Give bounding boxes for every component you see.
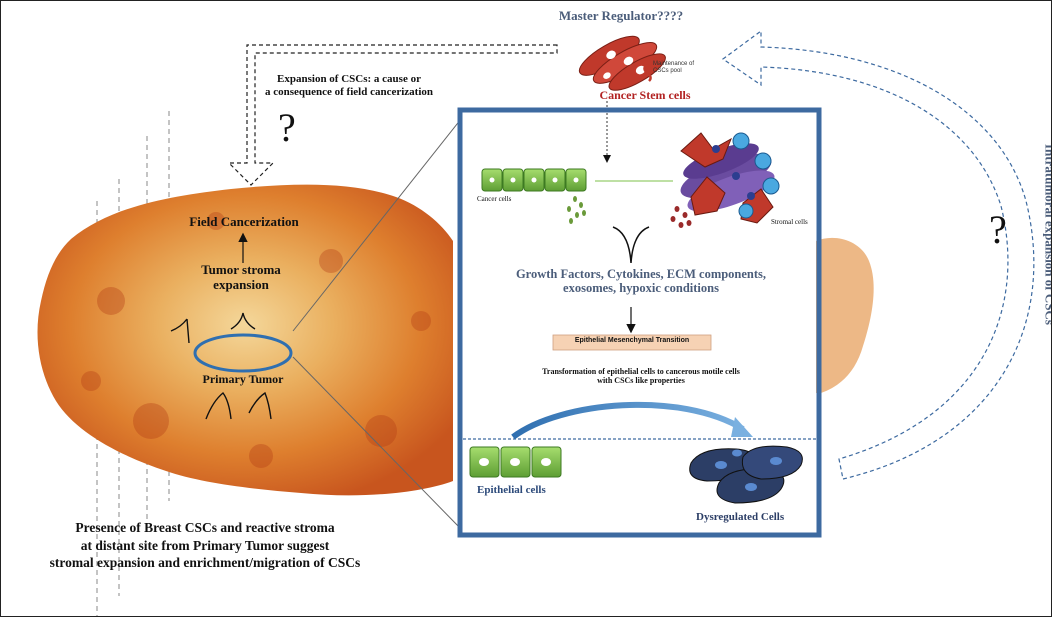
bottom-line-3: stromal expansion and enrichment/migrati… [49,555,361,571]
transformation-line-2: with CSCs like properties [597,376,685,386]
bottom-caption: Presence of Breast CSCs and reactive str… [15,519,395,572]
expansion-line-1: Expansion of CSCs: a cause or [277,73,421,85]
curved-dashed-arrow-intratumoral [721,29,1035,480]
transformation-label: Transformation of epithelial cells to ca… [481,367,801,385]
bottom-line-1: Presence of Breast CSCs and reactive str… [75,520,335,535]
question-mark-right: ? [989,207,1007,252]
epithelial-cells-icon [469,446,562,478]
maintenance-line-1: Maintenance of [653,61,695,67]
tumor-stroma-line-1: Tumor stroma [201,262,281,277]
master-regulator-label: Master Regulator???? [558,8,684,23]
transformation-line-1: Transformation of epithelial cells to ca… [542,367,740,376]
dashed-arrow-master-to-tumor [227,44,558,186]
intratumoral-expansion-label: Intratumoral expansion of CSCs [1042,144,1052,325]
zoom-line-top [292,118,462,332]
tumor-tissue-image [37,184,453,496]
growth-factors-label: Growth Factors, Cytokines, ECM component… [471,267,811,296]
epithelial-cells-label: Epithelial cells [477,484,546,496]
emt-box [552,334,712,351]
tumor-texture [81,212,431,468]
arc-arrow-epithelial-to-dysregulated [511,401,745,440]
cancer-cells-row [481,168,587,192]
primary-tumor-label: Primary Tumor [202,372,284,386]
stromal-cells-label: Stromal cells [771,218,808,226]
converging-fork [612,226,650,264]
cancer-stem-cells-icon [578,35,666,91]
bottom-line-2: at distant site from Primary Tumor sugge… [80,537,330,553]
question-mark-left: ? [278,105,296,150]
dysregulated-cells-icon [689,445,803,504]
cancer-cells-label: Cancer cells [477,195,512,203]
tumor-tissue-right [816,237,874,393]
cancer-stem-cells-label: Cancer Stem cells [599,88,691,102]
tumor-stroma-label: Tumor stroma expansion [181,262,301,293]
mechanism-frame [457,107,822,538]
stromal-cells-icon [680,132,780,224]
maintenance-line-2: CSCs pool [653,68,682,75]
arc-arrow-head [731,417,753,437]
zoom-line-bottom [292,356,462,530]
stromal-secretion-dots [670,206,692,228]
tumor-stroma-line-2: expansion [213,276,269,292]
emt-label: Epithelial Mesenchymal Transition [574,337,690,344]
field-cancerization-label: Field Cancerization [189,214,299,229]
stroma-fork-icons [170,312,272,420]
growth-factors-line-2: exosomes, hypoxic conditions [563,281,719,296]
growth-factors-line-1: Growth Factors, Cytokines, ECM component… [515,267,767,281]
primary-tumor-ellipse [193,333,293,373]
cancer-cell-secretion-dots [567,196,586,224]
expansion-caption: Expansion of CSCs: a cause or a conseque… [249,73,449,98]
expansion-line-2: a consequence of field cancerization [264,85,434,98]
maintenance-label: Maintenance of CSCs pool [653,61,733,75]
dysregulated-cells-label: Dysregulated Cells [696,511,785,523]
